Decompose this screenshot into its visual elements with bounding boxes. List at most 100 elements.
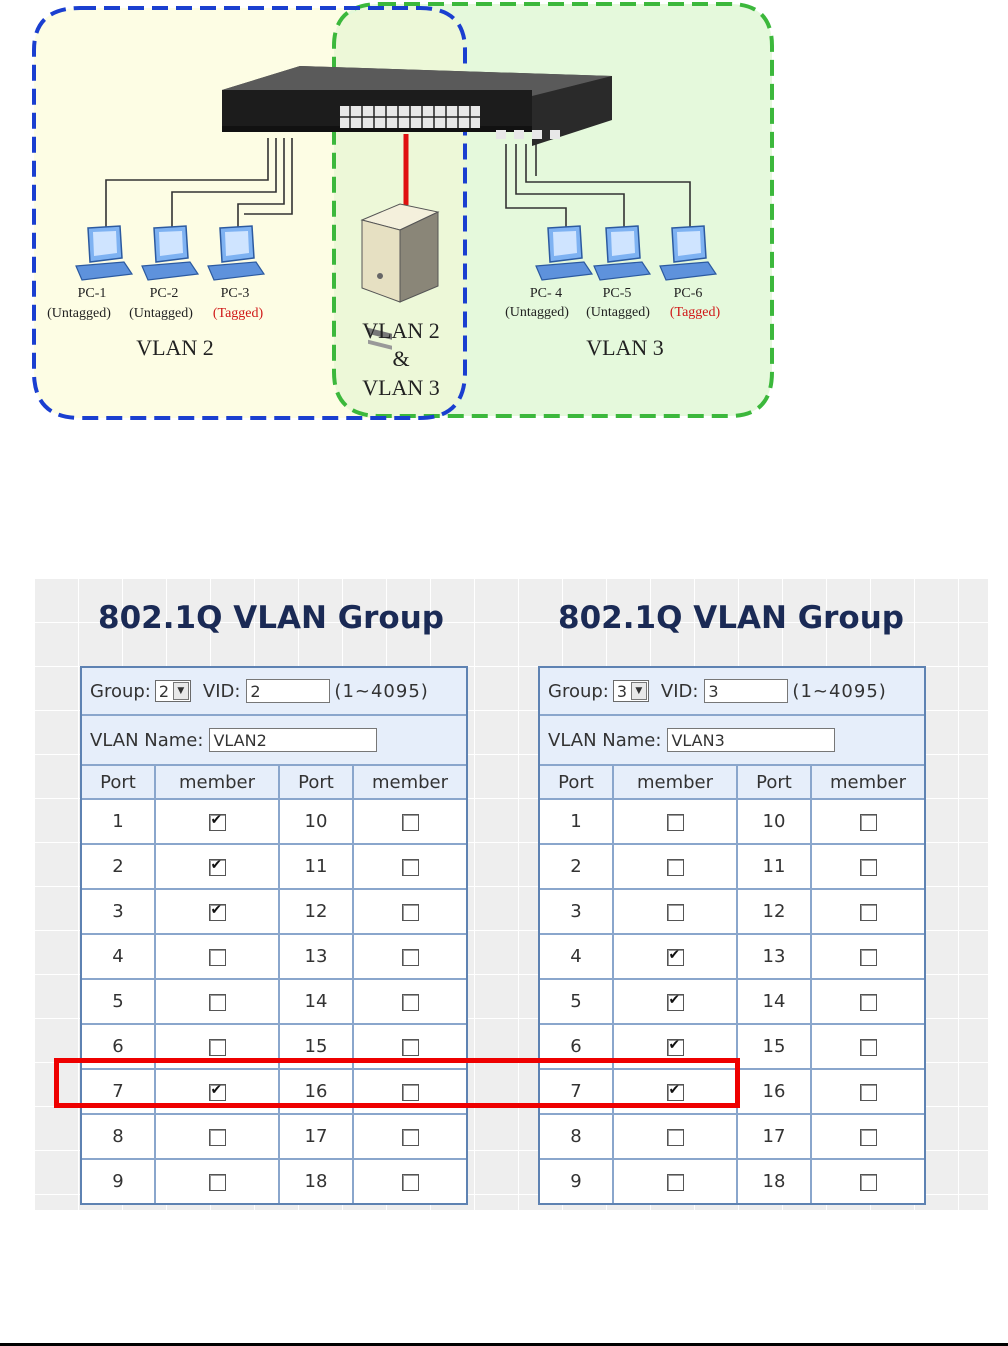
table-row: 8 17: [540, 1113, 924, 1160]
vid-range: (1~4095): [792, 680, 887, 702]
member-cell: [810, 933, 924, 980]
member-cell: [612, 1113, 738, 1160]
member-checkbox[interactable]: [208, 857, 226, 876]
panel-title: 802.1Q VLAN Group: [98, 600, 444, 636]
dropdown-arrow-icon[interactable]: ▼: [630, 682, 647, 700]
member-checkbox[interactable]: [666, 1173, 684, 1191]
footer-rule: [0, 1343, 1008, 1346]
port-member-table: Port member Port member 1102113124135146…: [82, 766, 466, 1203]
port-number: 11: [736, 843, 812, 890]
member-checkbox[interactable]: [208, 948, 226, 966]
member-checkbox[interactable]: [859, 1173, 877, 1191]
member-checkbox[interactable]: [401, 1128, 419, 1146]
col-member: member: [612, 766, 738, 800]
member-checkbox[interactable]: [208, 1128, 226, 1146]
pc-mode: (Untagged): [505, 305, 569, 320]
member-cell: [810, 1068, 924, 1115]
member-cell: [154, 933, 280, 980]
vlan2-zone-border: [32, 6, 467, 420]
vlan-name-input[interactable]: VLAN3: [667, 728, 836, 752]
member-checkbox[interactable]: [666, 1037, 684, 1056]
member-cell: [154, 1158, 280, 1203]
port-number: 17: [736, 1113, 812, 1160]
col-member: member: [810, 766, 924, 800]
member-checkbox[interactable]: [666, 858, 684, 876]
member-checkbox[interactable]: [208, 1173, 226, 1191]
pc-mode-tagged: (Tagged): [213, 306, 264, 321]
member-checkbox[interactable]: [401, 1038, 419, 1056]
vid-input[interactable]: 2: [246, 679, 331, 703]
member-checkbox[interactable]: [666, 1128, 684, 1146]
member-checkbox[interactable]: [859, 903, 877, 921]
pc-labels-left: PC-1 PC-2 PC-3 (Untagged) (Untagged) (Ta…: [47, 286, 263, 321]
vlan-network-diagram: PC-1 PC-2 PC-3 (Untagged) (Untagged) (Ta…: [32, 2, 774, 420]
member-cell: [352, 888, 466, 935]
member-checkbox[interactable]: [208, 812, 226, 831]
port-number: 1: [82, 798, 156, 845]
member-checkbox[interactable]: [666, 1082, 684, 1101]
port-number: 8: [540, 1113, 614, 1160]
member-checkbox[interactable]: [859, 993, 877, 1011]
member-checkbox[interactable]: [401, 813, 419, 831]
port-number: 11: [278, 843, 354, 890]
member-cell: [810, 1023, 924, 1070]
vlan3-zone-border: [332, 2, 774, 418]
port-number: 10: [736, 798, 812, 845]
member-checkbox[interactable]: [401, 903, 419, 921]
member-checkbox[interactable]: [666, 813, 684, 831]
server-vlan-label-1: VLAN 2: [362, 318, 440, 343]
vlan3-label: VLAN 3: [586, 335, 664, 360]
member-checkbox[interactable]: [401, 1173, 419, 1191]
table-row: 312: [82, 888, 466, 935]
member-checkbox[interactable]: [666, 992, 684, 1011]
member-checkbox[interactable]: [666, 947, 684, 966]
vid-range: (1~4095): [334, 680, 429, 702]
vlan-name-input[interactable]: VLAN2: [209, 728, 378, 752]
port-number: 2: [540, 843, 614, 890]
member-cell: [810, 798, 924, 845]
server-vlan-label-2: &: [392, 346, 409, 371]
vid-label: VID:: [660, 680, 699, 702]
col-member: member: [352, 766, 466, 800]
port-number: 4: [540, 933, 614, 980]
member-cell: [612, 978, 738, 1025]
member-cell: [352, 1113, 466, 1160]
pc-icon: [207, 225, 266, 281]
member-checkbox[interactable]: [859, 858, 877, 876]
pc-name: PC-5: [603, 286, 632, 301]
member-cell: [154, 888, 280, 935]
dropdown-arrow-icon[interactable]: ▼: [172, 682, 189, 700]
table-row: 514: [540, 978, 924, 1025]
port-number: 3: [82, 888, 156, 935]
col-port: Port: [540, 766, 614, 800]
member-cell: [154, 843, 280, 890]
col-port: Port: [82, 766, 156, 800]
member-checkbox[interactable]: [859, 1083, 877, 1101]
member-checkbox[interactable]: [208, 902, 226, 921]
port-number: 17: [278, 1113, 354, 1160]
member-checkbox[interactable]: [401, 1083, 419, 1101]
member-checkbox[interactable]: [401, 993, 419, 1011]
left-cables: [105, 138, 293, 232]
member-checkbox[interactable]: [401, 948, 419, 966]
member-checkbox[interactable]: [208, 1038, 226, 1056]
member-checkbox[interactable]: [859, 1128, 877, 1146]
member-checkbox[interactable]: [859, 948, 877, 966]
pc-mode: (Untagged): [47, 306, 111, 321]
member-cell: [810, 843, 924, 890]
group-select[interactable]: 2▼: [154, 680, 191, 702]
port7-highlight-box: [54, 1058, 740, 1108]
group-select[interactable]: 3▼: [612, 680, 649, 702]
group-row: Group: 2▼ VID: 2 (1~4095): [82, 668, 466, 716]
member-checkbox[interactable]: [208, 1082, 226, 1101]
member-checkbox[interactable]: [208, 993, 226, 1011]
member-checkbox[interactable]: [859, 1038, 877, 1056]
member-checkbox[interactable]: [666, 903, 684, 921]
vid-input[interactable]: 3: [704, 679, 789, 703]
member-checkbox[interactable]: [401, 858, 419, 876]
member-checkbox[interactable]: [859, 813, 877, 831]
